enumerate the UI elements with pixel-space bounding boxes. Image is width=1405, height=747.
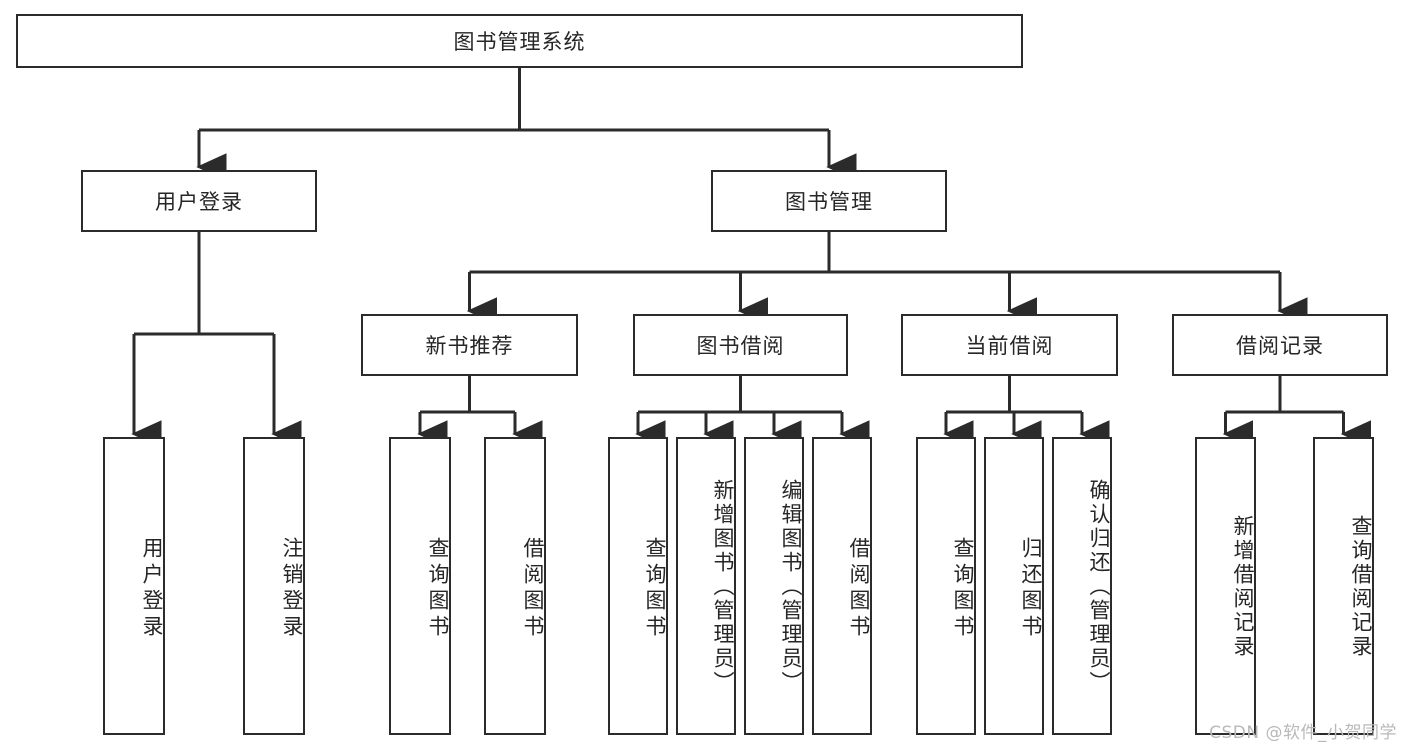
node-leaf-bor-3[interactable]: 编辑图书（管理员） xyxy=(744,437,804,735)
node-leaf-login-1[interactable]: 用户登录 xyxy=(103,437,165,735)
node-leaf-rec-2[interactable]: 查询借阅记录 xyxy=(1313,437,1374,735)
node-leaf-new-1[interactable]: 查询图书 xyxy=(389,437,451,735)
node-leaf-login-2[interactable]: 注销登录 xyxy=(243,437,305,735)
node-login[interactable]: 用户登录 xyxy=(81,170,317,232)
node-leaf-bor-1[interactable]: 查询图书 xyxy=(608,437,668,735)
node-leaf-cur-1[interactable]: 查询图书 xyxy=(916,437,976,735)
node-borrow[interactable]: 图书借阅 xyxy=(633,314,848,376)
node-leaf-cur-3[interactable]: 确认归还（管理员） xyxy=(1052,437,1112,735)
node-root[interactable]: 图书管理系统 xyxy=(16,14,1023,68)
node-leaf-new-2[interactable]: 借阅图书 xyxy=(484,437,546,735)
node-bookmgmt[interactable]: 图书管理 xyxy=(711,170,947,232)
node-newbook[interactable]: 新书推荐 xyxy=(361,314,578,376)
node-leaf-bor-4[interactable]: 借阅图书 xyxy=(812,437,872,735)
node-leaf-cur-2[interactable]: 归还图书 xyxy=(984,437,1044,735)
node-current[interactable]: 当前借阅 xyxy=(901,314,1118,376)
node-records[interactable]: 借阅记录 xyxy=(1172,314,1388,376)
node-leaf-rec-1[interactable]: 新增借阅记录 xyxy=(1195,437,1256,735)
node-leaf-bor-2[interactable]: 新增图书（管理员） xyxy=(676,437,736,735)
